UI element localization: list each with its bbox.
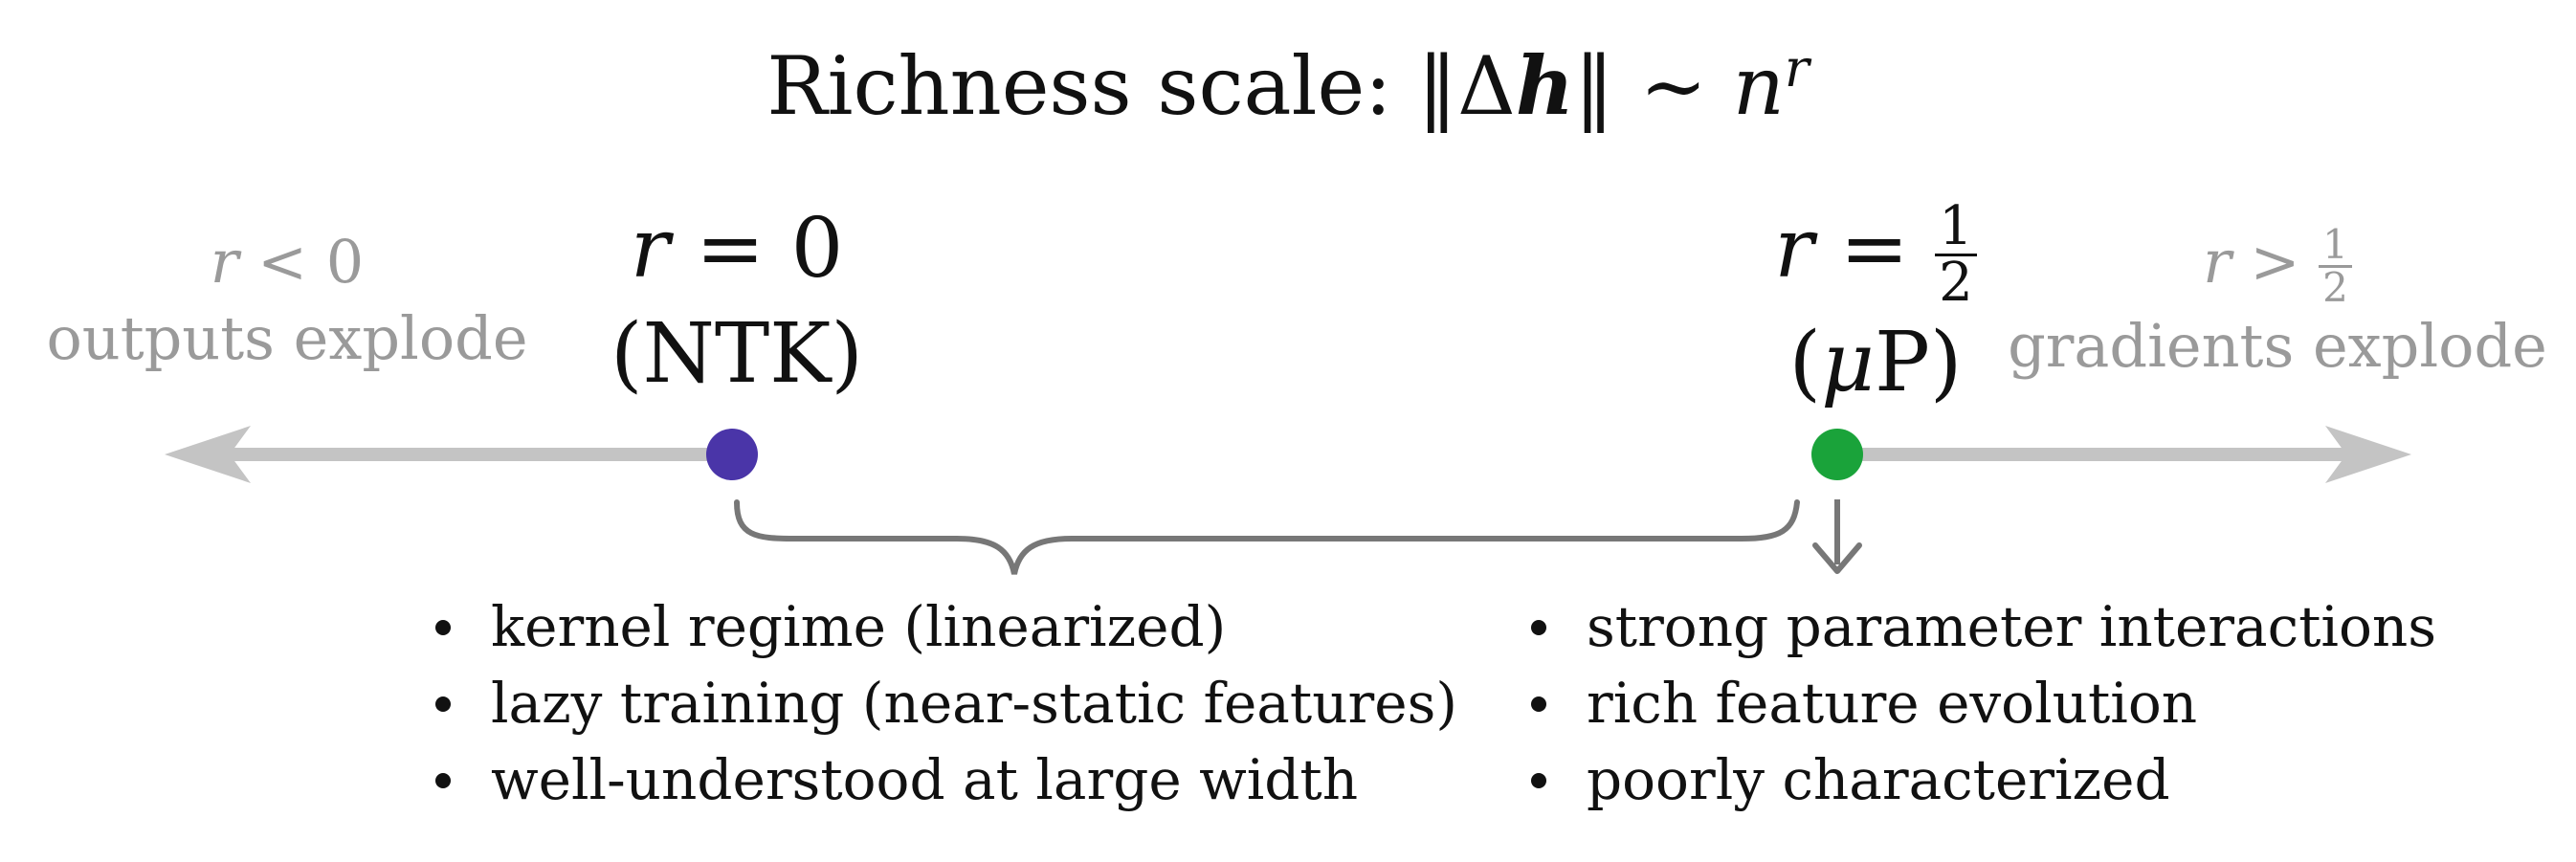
mup-bullet-text: rich feature evolution: [1587, 671, 2198, 736]
ntk-bullet-text: kernel regime (linearized): [491, 594, 1227, 659]
right-frac-den: 2: [2322, 264, 2348, 312]
list-item: rich feature evolution: [1531, 665, 2436, 741]
title-h: h: [1515, 38, 1574, 133]
mup-relation: =: [1839, 201, 1909, 297]
mup-close-paren: ): [1929, 315, 1963, 410]
title-exponent: r: [1784, 38, 1810, 99]
ntk-point-marker: [706, 429, 758, 480]
bullet-icon: [1531, 696, 1546, 712]
ntk-value: 0: [790, 201, 844, 297]
left-relation: <: [257, 227, 308, 297]
mup-var: r: [1774, 201, 1814, 297]
mup-bullet-text: strong parameter interactions: [1587, 594, 2436, 659]
ntk-relation: =: [696, 201, 766, 297]
mup-bullet-text: poorly characterized: [1587, 747, 2170, 812]
list-item: lazy training (near-static features): [435, 665, 1457, 741]
bullet-icon: [435, 620, 451, 635]
title-text: Richness scale:: [766, 39, 1418, 133]
mup-name-text: P: [1875, 315, 1930, 410]
mup-properties-list: strong parameter interactions rich featu…: [1531, 588, 2436, 818]
mup-mu: μ: [1821, 315, 1876, 410]
ntk-bullet-text: well-understood at large width: [491, 747, 1359, 812]
bullet-icon: [1531, 773, 1546, 788]
list-item: strong parameter interactions: [1531, 588, 2436, 665]
list-item: kernel regime (linearized): [435, 588, 1457, 665]
right-frac-num: 1: [2319, 225, 2352, 269]
ntk-name: (NTK): [565, 301, 909, 407]
diagram-title: Richness scale: ‖Δh‖ ∼ nr: [0, 38, 2576, 133]
ntk-condition: r = 0: [565, 196, 909, 301]
ntk-properties-list: kernel regime (linearized) lazy training…: [435, 588, 1457, 818]
mup-name: (μP): [1684, 310, 2067, 415]
title-sim: ∼: [1639, 39, 1707, 133]
bullet-icon: [435, 696, 451, 712]
right-relation: >: [2250, 227, 2300, 297]
title-norm-open: ‖: [1417, 39, 1458, 133]
ntk-var: r: [630, 201, 670, 297]
ntk-close-paren: ): [831, 306, 863, 402]
ntk-brace: [734, 499, 1800, 575]
ntk-open-paren: (: [611, 306, 643, 402]
title-norm-close: ‖: [1573, 39, 1640, 133]
bullet-icon: [1531, 620, 1546, 635]
list-item: well-understood at large width: [435, 741, 1457, 818]
left-var: r: [210, 227, 239, 297]
title-n: n: [1732, 39, 1785, 133]
mup-frac-num: 1: [1935, 200, 1977, 256]
axis-left-arrowhead: [165, 426, 251, 483]
left-value: 0: [325, 227, 365, 297]
bullet-icon: [435, 773, 451, 788]
axis-right-arrowhead: [2325, 426, 2411, 483]
mup-down-arrow-head: [1812, 542, 1862, 574]
title-delta: Δ: [1457, 39, 1516, 133]
left-region-label: r < 0 outputs explode: [38, 224, 536, 377]
mup-frac-den: 2: [1939, 252, 1973, 314]
left-region-condition: r < 0: [38, 224, 536, 300]
ntk-point-label: r = 0 (NTK): [565, 196, 909, 407]
left-region-description: outputs explode: [46, 303, 528, 373]
ntk-bullet-text: lazy training (near-static features): [491, 671, 1457, 736]
ntk-name-text: NTK: [642, 306, 832, 402]
list-item: poorly characterized: [1531, 741, 2436, 818]
right-region-description: gradients explode: [2008, 311, 2547, 382]
mup-open-paren: (: [1788, 315, 1822, 410]
mup-point-marker: [1811, 429, 1863, 480]
right-var: r: [2203, 227, 2232, 297]
